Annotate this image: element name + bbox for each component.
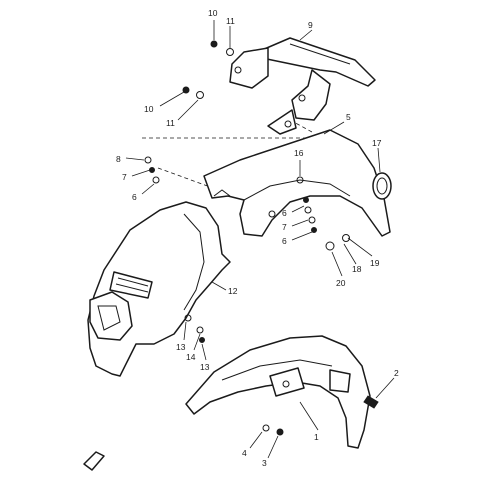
reflector: [372, 172, 392, 200]
rear-fender-upper: [203, 129, 391, 237]
leader-lines: [125, 20, 395, 459]
callout-2: 2: [394, 368, 399, 378]
callout-6b: 6: [282, 208, 287, 218]
callout-12: 12: [228, 286, 238, 296]
callout-13a: 13: [176, 342, 186, 352]
callout-11b: 11: [166, 118, 175, 128]
callout-6a: 6: [132, 192, 137, 202]
callout-14: 14: [186, 352, 196, 362]
fasteners: [83, 40, 379, 471]
callout-16: 16: [294, 148, 304, 158]
callout-6c: 6: [282, 236, 287, 246]
callout-5: 5: [346, 112, 351, 122]
callout-9: 9: [308, 20, 313, 30]
callout-4: 4: [242, 448, 247, 458]
callout-19: 19: [370, 258, 380, 268]
rear-fender-inner: [87, 201, 231, 377]
callout-13b: 13: [200, 362, 210, 372]
callout-17: 17: [372, 138, 382, 148]
callout-18: 18: [352, 264, 362, 274]
callout-7b: 7: [282, 222, 287, 232]
callout-labels: 10 11 9 10 11 5 8 7 6 16 17 6 7 6 18 19 …: [116, 8, 399, 468]
callout-7: 7: [122, 172, 127, 182]
callout-8: 8: [116, 154, 121, 164]
callout-3: 3: [262, 458, 267, 468]
front-fender: [185, 335, 371, 449]
callout-11a: 11: [226, 16, 235, 26]
callout-1: 1: [314, 432, 319, 442]
rear-bracket: [229, 37, 376, 135]
callout-10b: 10: [144, 104, 154, 114]
callout-20: 20: [336, 278, 346, 288]
callout-10a: 10: [208, 8, 218, 18]
